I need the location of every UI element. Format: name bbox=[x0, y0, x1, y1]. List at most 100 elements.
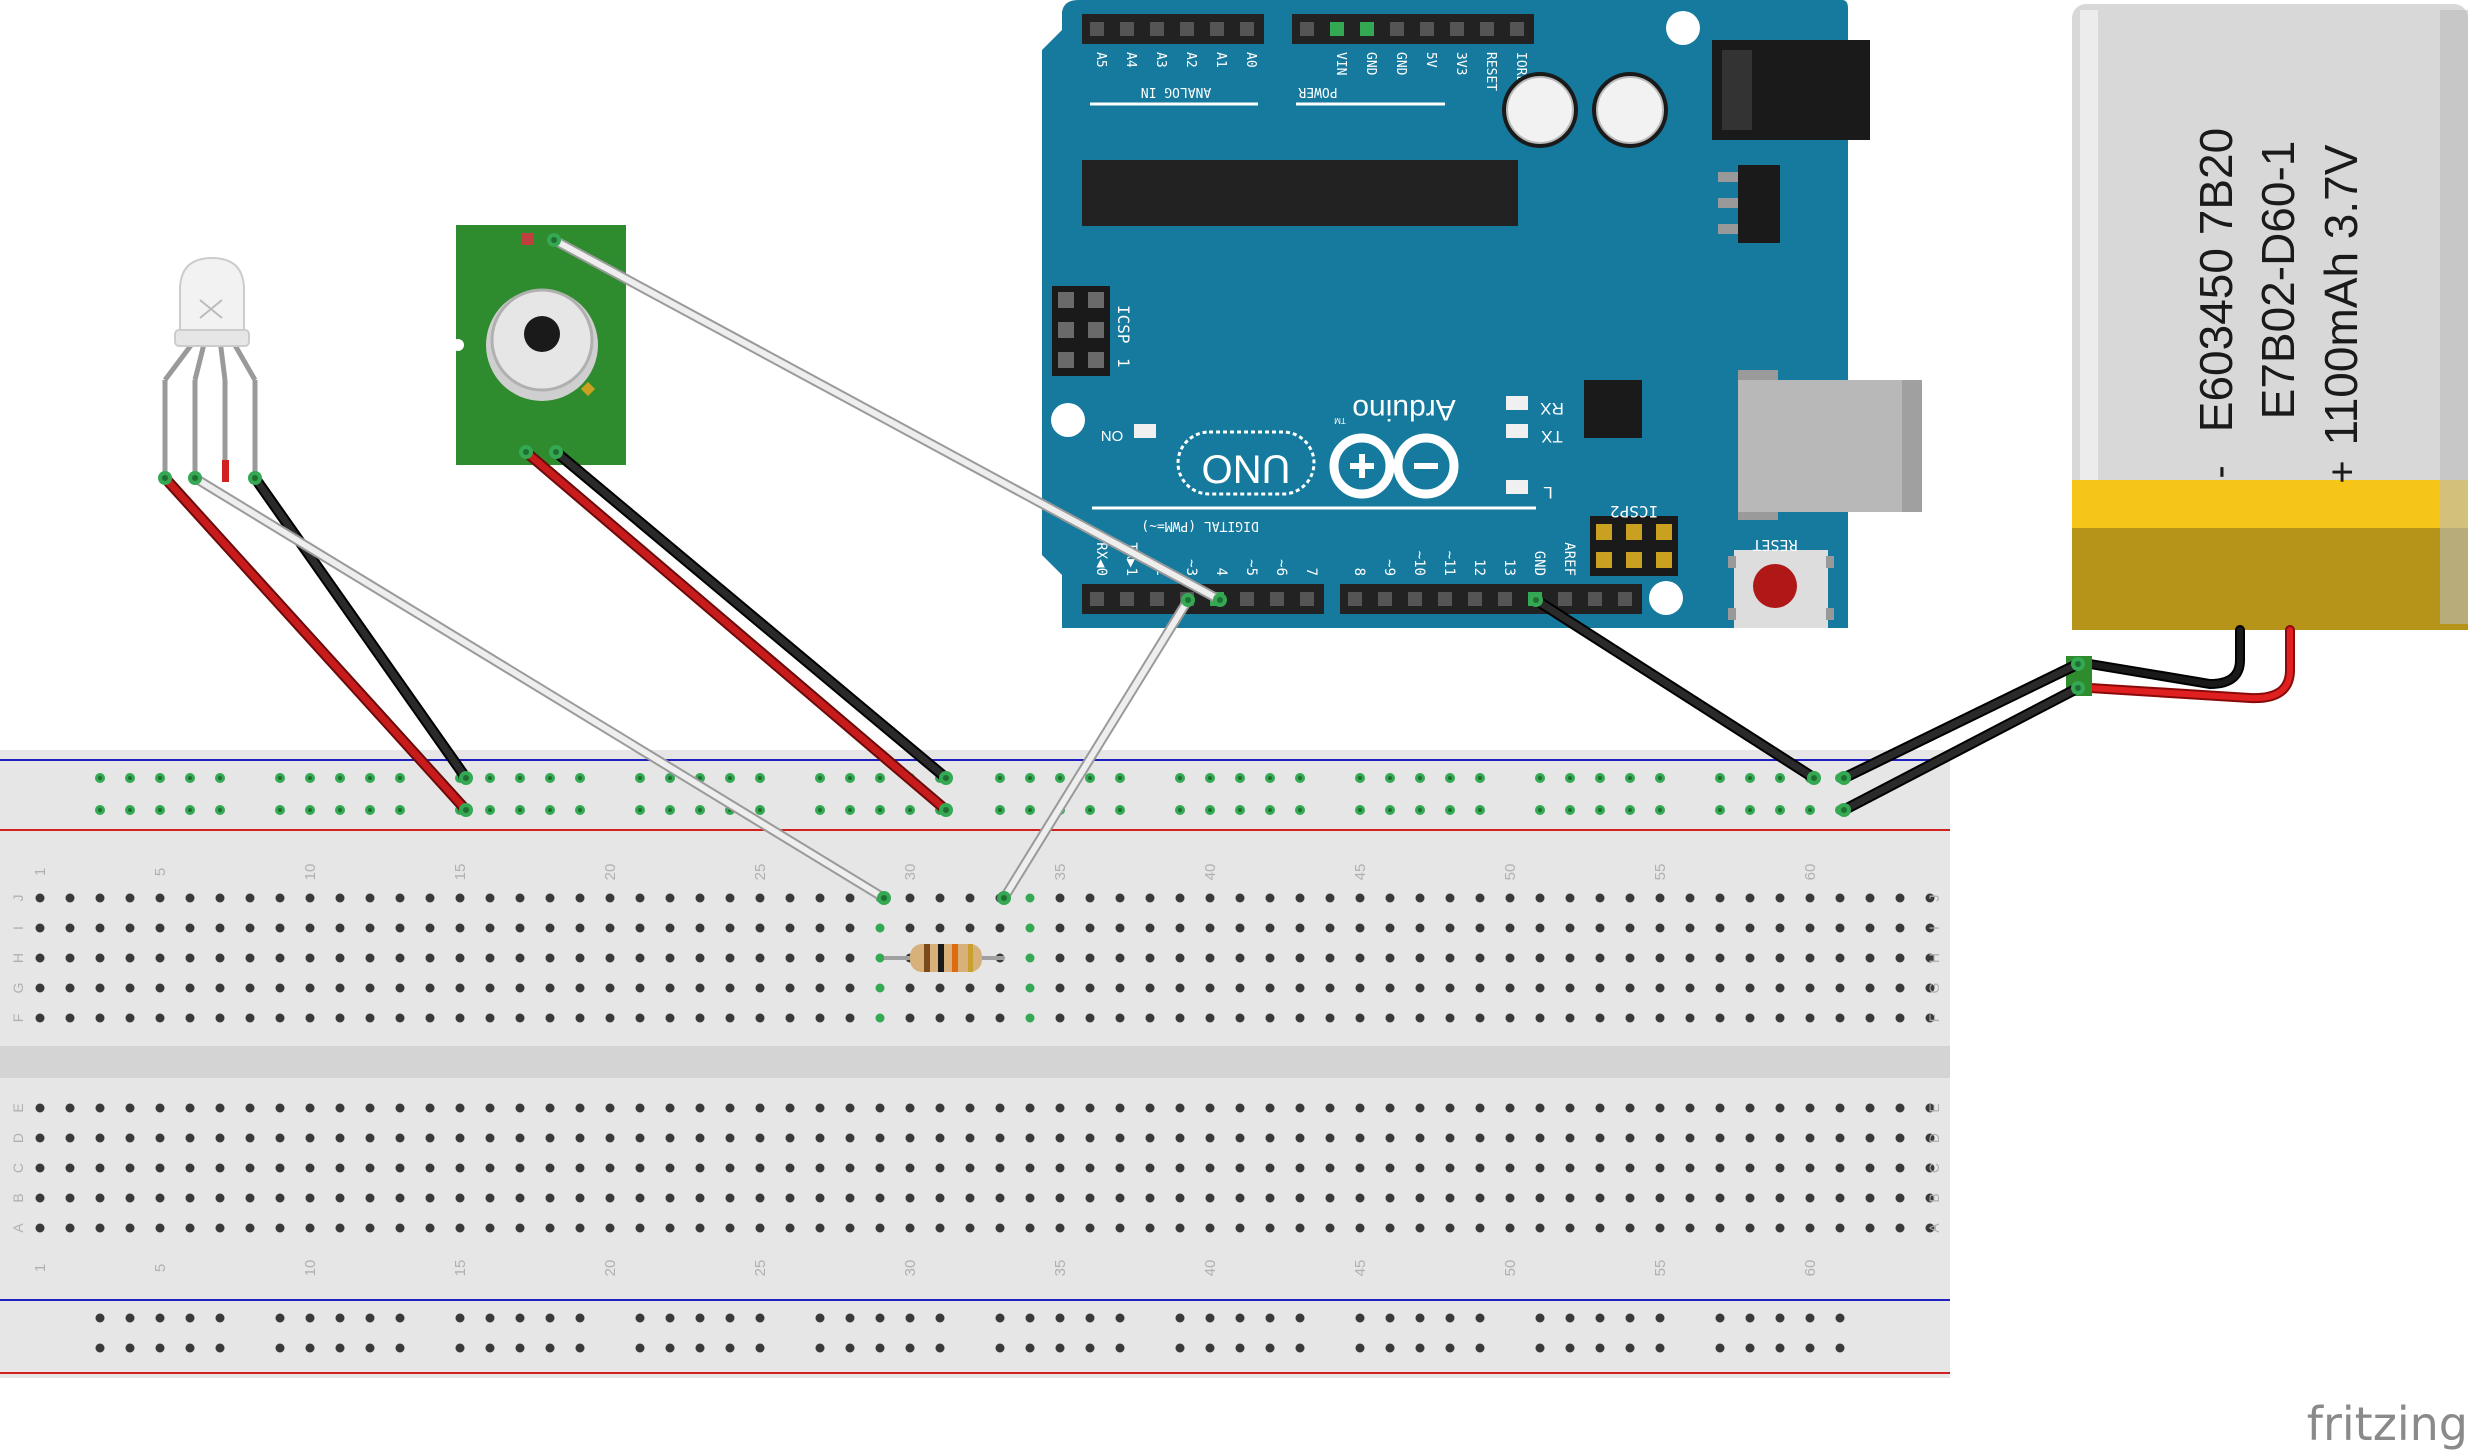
breadboard-hole bbox=[455, 923, 465, 933]
breadboard-hole bbox=[1805, 893, 1815, 903]
breadboard-hole bbox=[875, 1193, 885, 1203]
breadboard-hole bbox=[995, 1103, 1005, 1113]
breadboard-hole bbox=[1415, 1103, 1425, 1113]
trademark-label: TM bbox=[1334, 416, 1346, 425]
breadboard-hole bbox=[1295, 923, 1305, 933]
rail-hole bbox=[995, 1313, 1005, 1323]
breadboard-hole bbox=[485, 1133, 495, 1143]
breadboard-hole bbox=[1775, 953, 1785, 963]
header-pin bbox=[1210, 22, 1224, 36]
breadboard-hole bbox=[635, 1193, 645, 1203]
sensor-tab bbox=[580, 381, 596, 397]
breadboard-hole bbox=[1775, 983, 1785, 993]
rail-hole bbox=[845, 1343, 855, 1353]
column-number: 60 bbox=[1802, 1260, 1819, 1277]
breadboard-hole bbox=[905, 983, 915, 993]
header-pin bbox=[1150, 22, 1164, 36]
breadboard-hole bbox=[1715, 1133, 1725, 1143]
breadboard-hole bbox=[485, 923, 495, 933]
column-number: 35 bbox=[1052, 1260, 1069, 1277]
breadboard-hole bbox=[755, 923, 765, 933]
breadboard-hole bbox=[515, 1163, 525, 1173]
breadboard-hole bbox=[1745, 1163, 1755, 1173]
breadboard-hole bbox=[575, 1013, 585, 1023]
breadboard-hole bbox=[785, 953, 795, 963]
breadboard-hole bbox=[575, 983, 585, 993]
breadboard-hole bbox=[1595, 1193, 1605, 1203]
breadboard-hole bbox=[1865, 1133, 1875, 1143]
breadboard-hole bbox=[695, 953, 705, 963]
breadboard-hole bbox=[1205, 1013, 1215, 1023]
breadboard-hole bbox=[1625, 1133, 1635, 1143]
breadboard-hole bbox=[725, 893, 735, 903]
breadboard-hole bbox=[1175, 1133, 1185, 1143]
breadboard-hole bbox=[1595, 923, 1605, 933]
breadboard-hole bbox=[365, 1133, 375, 1143]
breadboard-hole bbox=[1145, 1103, 1155, 1113]
breadboard-hole bbox=[125, 1223, 135, 1233]
breadboard-hole bbox=[1895, 1133, 1905, 1143]
breadboard-hole bbox=[305, 1103, 315, 1113]
breadboard-hole bbox=[815, 1163, 825, 1173]
breadboard-hole bbox=[335, 953, 345, 963]
breadboard-hole bbox=[1025, 953, 1035, 963]
breadboard-hole bbox=[785, 1013, 795, 1023]
header-pin-label: A0 bbox=[1243, 52, 1258, 68]
rail-hole bbox=[215, 1313, 225, 1323]
breadboard-hole bbox=[1655, 893, 1665, 903]
breadboard-hole bbox=[1025, 983, 1035, 993]
breadboard-hole bbox=[845, 1163, 855, 1173]
column-number: 60 bbox=[1802, 864, 1819, 881]
reset-button[interactable] bbox=[1728, 550, 1834, 628]
breadboard-hole bbox=[455, 983, 465, 993]
usb-b-port bbox=[1738, 370, 1922, 520]
breadboard-hole bbox=[755, 893, 765, 903]
breadboard-hole bbox=[755, 1193, 765, 1203]
breadboard-hole bbox=[1025, 1163, 1035, 1173]
breadboard-hole bbox=[215, 1103, 225, 1113]
breadboard-hole bbox=[365, 923, 375, 933]
breadboard-hole bbox=[1745, 1013, 1755, 1023]
breadboard-hole bbox=[485, 1163, 495, 1173]
breadboard-hole bbox=[965, 1103, 975, 1113]
rx-led bbox=[1506, 396, 1528, 410]
breadboard-hole bbox=[935, 983, 945, 993]
breadboard-hole bbox=[1565, 983, 1575, 993]
rail-hole bbox=[485, 1343, 495, 1353]
breadboard-hole bbox=[1655, 1223, 1665, 1233]
breadboard-hole bbox=[1445, 893, 1455, 903]
breadboard-hole bbox=[155, 1193, 165, 1203]
rail-hole bbox=[725, 1343, 735, 1353]
breadboard-hole bbox=[995, 1223, 1005, 1233]
breadboard-hole bbox=[1805, 1193, 1815, 1203]
breadboard-hole bbox=[1205, 1193, 1215, 1203]
breadboard-hole bbox=[875, 983, 885, 993]
breadboard-hole bbox=[425, 953, 435, 963]
breadboard-hole bbox=[845, 1133, 855, 1143]
breadboard-hole bbox=[575, 1103, 585, 1113]
rail-hole bbox=[1265, 1343, 1275, 1353]
breadboard-hole bbox=[515, 1133, 525, 1143]
breadboard-hole bbox=[425, 893, 435, 903]
breadboard-hole bbox=[1355, 1133, 1365, 1143]
breadboard-hole bbox=[665, 1013, 675, 1023]
breadboard-hole bbox=[1355, 923, 1365, 933]
power-label: POWER bbox=[1298, 84, 1337, 99]
breadboard-hole bbox=[1325, 1163, 1335, 1173]
breadboard-hole bbox=[305, 923, 315, 933]
rail-hole bbox=[1745, 1313, 1755, 1323]
rail-hole bbox=[365, 1343, 375, 1353]
breadboard-hole bbox=[1355, 953, 1365, 963]
breadboard-hole bbox=[365, 1103, 375, 1113]
breadboard-hole bbox=[1535, 923, 1545, 933]
header-pin-label: AREF bbox=[1561, 542, 1577, 576]
breadboard-hole bbox=[725, 1193, 735, 1203]
breadboard-hole bbox=[1565, 1193, 1575, 1203]
breadboard-hole bbox=[1895, 983, 1905, 993]
header-pin-label: ~9 bbox=[1381, 559, 1397, 576]
icsp2-pin bbox=[1656, 552, 1672, 568]
header-pin-label: A2 bbox=[1183, 52, 1198, 68]
breadboard-hole bbox=[35, 923, 45, 933]
breadboard-hole bbox=[1475, 1193, 1485, 1203]
breadboard-hole bbox=[215, 1133, 225, 1143]
